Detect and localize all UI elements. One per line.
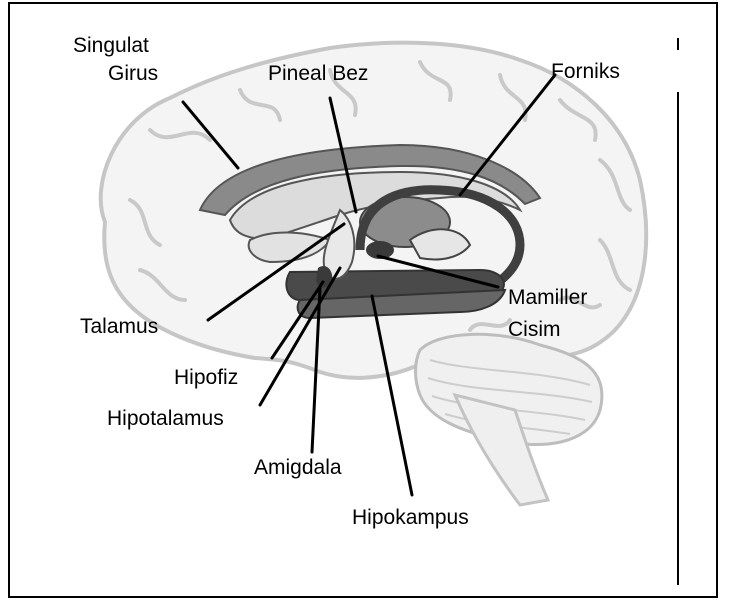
label-singulat: Singulat bbox=[73, 34, 149, 58]
label-cisim: Cisim bbox=[508, 318, 561, 342]
label-hipotalamus: Hipotalamus bbox=[107, 407, 224, 431]
label-forniks: Forniks bbox=[551, 60, 620, 84]
label-mamiller: Mamiller bbox=[508, 286, 587, 310]
label-amigdala: Amigdala bbox=[254, 456, 342, 480]
label-girus: Girus bbox=[108, 62, 158, 86]
label-hipokampus: Hipokampus bbox=[352, 506, 469, 530]
label-talamus: Talamus bbox=[80, 315, 158, 339]
label-hipofiz: Hipofiz bbox=[174, 366, 238, 390]
label-pineal-bez: Pineal Bez bbox=[268, 62, 368, 86]
